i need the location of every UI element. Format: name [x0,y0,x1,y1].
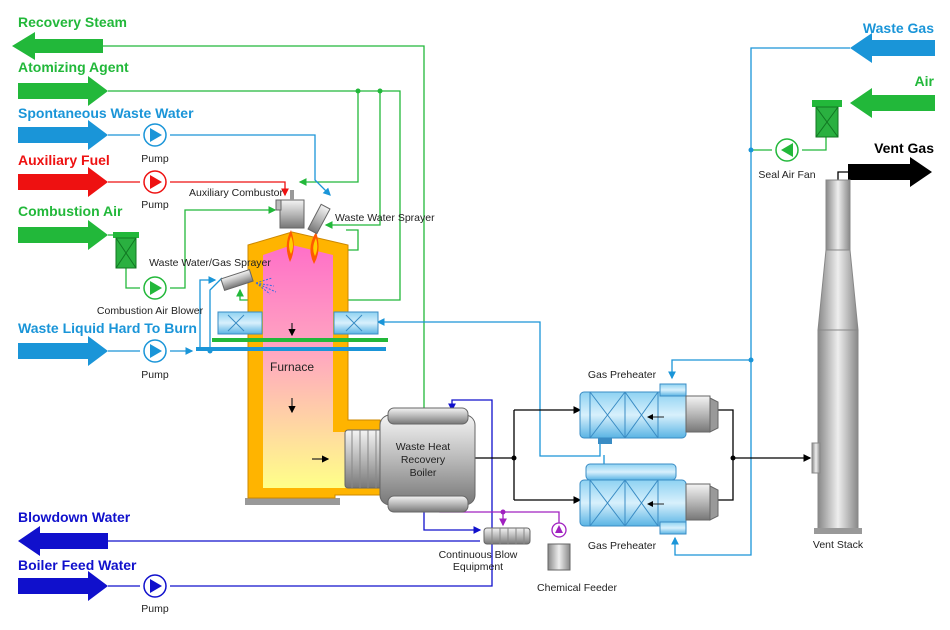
waste-liquid-label: Waste Liquid Hard To Burn [18,320,197,336]
continuous-blow-label-line2: Equipment [453,561,503,573]
spontaneous-waste-water-label: Spontaneous Waste Water [18,105,194,121]
whrb-label-line1: Waste Heat [396,441,451,453]
blue-piping [108,47,850,556]
auxiliary-combustor [275,190,305,229]
recovery-steam-label: Recovery Steam [18,14,127,30]
vent-gas-arrow [848,157,932,187]
water-piping [108,399,493,587]
seal-air-fan-icon [775,138,799,162]
combustion-air-arrow [18,220,108,250]
continuous-blow-label-line1: Continuous Blow [439,549,518,561]
blowdown-water-label: Blowdown Water [18,509,131,525]
whrb-label-line3: Boiler [410,467,437,479]
boiler-feed-water-arrow [18,571,108,601]
combustion-air-label: Combustion Air [18,203,123,219]
vent-stack [811,179,862,534]
pump-label-2: Pump [141,199,169,211]
boiler-feed-water-label: Boiler Feed Water [18,557,137,573]
junction-dots [207,88,754,515]
auxiliary-fuel-label: Auxiliary Fuel [18,152,110,168]
air-filter-icon [113,232,139,269]
gas-preheater-bottom-label: Gas Preheater [588,540,657,552]
waste-liquid-arrow [18,336,108,366]
waste-water-sprayer [307,203,331,235]
atomizing-agent-arrow [18,76,108,106]
waste-heat-recovery-boiler [344,407,476,513]
seal-air-fan-label: Seal Air Fan [758,169,815,181]
atomizing-agent-label: Atomizing Agent [18,59,129,75]
continuous-blow-equipment [483,527,531,545]
air-label: Air [915,73,935,89]
chemical-feeder-label: Chemical Feeder [537,582,617,594]
auxiliary-combustor-label: Auxiliary Combustor [189,187,283,199]
pump-waste-liquid-icon [143,339,167,363]
pump-spontaneous-icon [143,123,167,147]
chemical-feeder [547,522,571,571]
pump-label-3: Pump [141,369,169,381]
gas-preheater-bottom [579,463,719,535]
air-arrow [850,88,935,118]
pump-label-4: Pump [141,603,169,615]
red-piping [108,181,289,197]
pump-label-1: Pump [141,153,169,165]
recovery-steam-arrow [12,32,103,60]
auxiliary-fuel-arrow [18,167,108,197]
pump-fuel-icon [143,170,167,194]
combustion-air-blower-icon [143,276,167,300]
furnace-label: Furnace [270,360,314,374]
green-piping [103,45,827,415]
gas-preheater-top [579,383,719,444]
flue-gas-piping [475,171,848,504]
combustion-air-blower-label: Combustion Air Blower [97,305,204,317]
waste-water-gas-sprayer [220,269,277,295]
blowdown-water-arrow [18,526,108,556]
waste-gas-arrow [850,33,935,63]
whrb-label-line2: Recovery [401,454,446,466]
vent-gas-label: Vent Gas [874,140,934,156]
spontaneous-waste-water-arrow [18,120,108,150]
gas-preheater-top-label: Gas Preheater [588,369,657,381]
pump-feed-water-icon [143,574,167,598]
waste-gas-label: Waste Gas [863,20,934,36]
vent-stack-label: Vent Stack [813,539,864,551]
seal-air-filter-icon [812,100,842,138]
waste-water-sprayer-label: Waste Water Sprayer [335,212,435,224]
waste-water-gas-sprayer-label: Waste Water/Gas Sprayer [149,257,271,269]
